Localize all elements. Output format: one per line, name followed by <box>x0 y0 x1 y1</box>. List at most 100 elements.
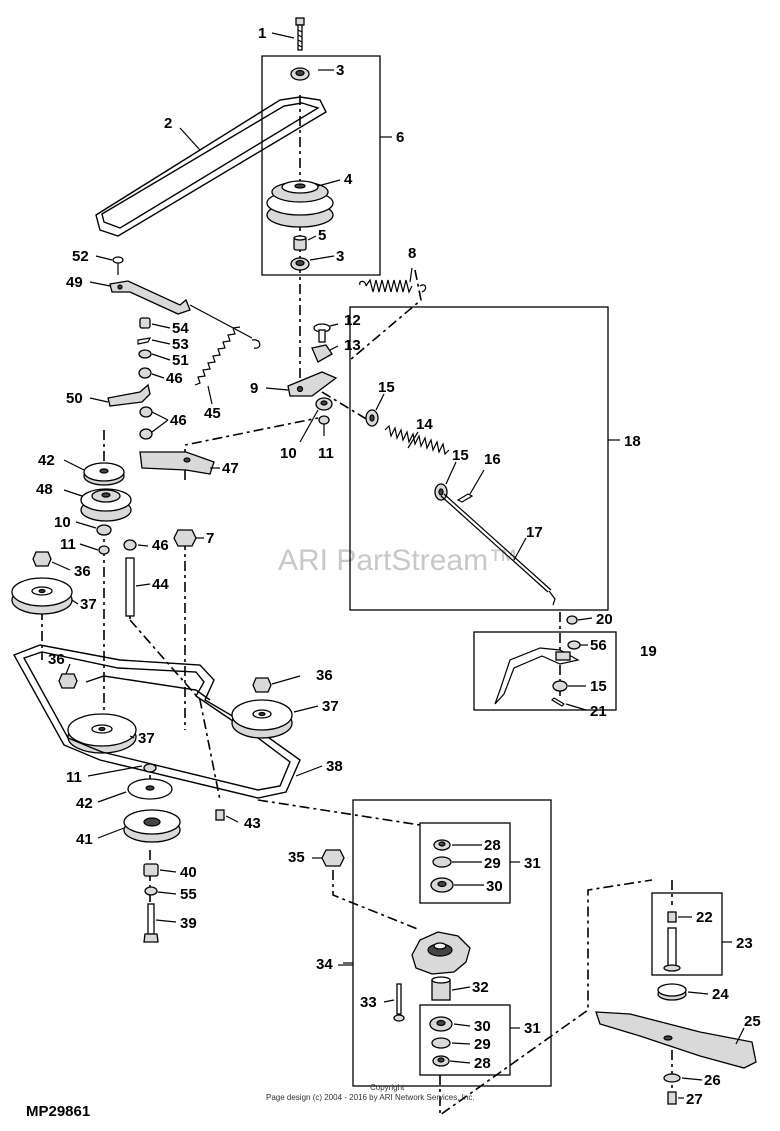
part-48-pulley <box>80 488 132 522</box>
group-box-31-bottom <box>419 1004 511 1076</box>
group-box-19 <box>473 631 617 711</box>
callout-15: 15 <box>378 379 395 396</box>
callout-6: 6 <box>396 129 404 146</box>
callout-31: 31 <box>524 855 541 872</box>
part-49-arm <box>109 280 191 315</box>
part-53-clip <box>137 337 152 345</box>
part-45-spring <box>194 326 261 386</box>
callout-36: 36 <box>316 667 333 684</box>
callout-15: 15 <box>452 447 469 464</box>
page-design-credit: Page design (c) 2004 - 2016 by ARI Netwo… <box>266 1093 475 1102</box>
callout-45: 45 <box>204 405 221 422</box>
callout-54: 54 <box>172 320 189 337</box>
part-29-seal-bottom <box>431 1037 451 1049</box>
part-44-shaft <box>125 557 135 617</box>
part-17-rod <box>440 493 556 606</box>
callout-11: 11 <box>60 536 76 553</box>
callout-labels: 1 3 2 6 4 5 3 8 52 49 12 13 54 53 51 46 … <box>36 25 761 1108</box>
part-36-nut-b <box>58 673 78 689</box>
part-9-idler-arm <box>287 371 338 397</box>
callout-46: 46 <box>152 537 169 554</box>
callout-38: 38 <box>326 758 343 775</box>
part-3-bearing-bottom <box>290 257 310 271</box>
callout-50: 50 <box>66 390 83 407</box>
callout-3: 3 <box>336 248 344 265</box>
group-box-23 <box>651 892 723 976</box>
part-10-nut <box>315 397 333 411</box>
callout-42: 42 <box>76 795 93 812</box>
callout-31: 31 <box>524 1020 541 1037</box>
callout-44: 44 <box>152 576 169 593</box>
callout-43: 43 <box>244 815 261 832</box>
callout-4: 4 <box>344 171 353 188</box>
part-47-arm <box>139 451 215 475</box>
part-33-bolt <box>393 983 405 1022</box>
callout-23: 23 <box>736 935 753 952</box>
group-box-34 <box>352 799 552 1087</box>
callout-29: 29 <box>484 855 501 872</box>
part-42-pulley-lower <box>127 778 173 800</box>
callout-8: 8 <box>408 245 416 262</box>
part-12-bolt <box>313 323 331 343</box>
callout-16: 16 <box>484 451 501 468</box>
callout-36: 36 <box>48 651 65 668</box>
part-11-washer-left <box>98 545 110 555</box>
leader-lines <box>51 32 745 1099</box>
callout-11: 11 <box>318 445 334 462</box>
part-15-bushing-a <box>365 409 379 427</box>
callout-48: 48 <box>36 481 53 498</box>
part-34-housing <box>411 931 471 975</box>
part-19-lever <box>494 647 580 705</box>
callout-51: 51 <box>172 352 189 369</box>
callout-30: 30 <box>474 1018 491 1035</box>
part-15-bushing-c <box>552 680 568 692</box>
callout-1: 1 <box>258 25 266 42</box>
part-54-bushing <box>139 317 151 329</box>
callout-46: 46 <box>170 412 187 429</box>
callout-39: 39 <box>180 915 197 932</box>
callout-3: 3 <box>336 62 344 79</box>
callout-42: 42 <box>38 452 55 469</box>
part-46-nut-a <box>138 367 152 379</box>
part-10-nut-left <box>96 524 112 536</box>
part-2-belt <box>95 96 327 237</box>
callout-41: 41 <box>76 831 93 848</box>
callout-13: 13 <box>344 337 361 354</box>
callout-29: 29 <box>474 1036 491 1053</box>
part-40-spacer <box>143 863 159 877</box>
callout-9: 9 <box>250 380 258 397</box>
part-37-pulley-c <box>231 699 293 739</box>
part-37-pulley-b <box>67 713 137 754</box>
callout-11: 11 <box>66 769 82 786</box>
callout-47: 47 <box>222 460 239 477</box>
callout-24: 24 <box>712 986 729 1003</box>
callout-10: 10 <box>54 514 71 531</box>
part-21-pin <box>551 697 565 707</box>
part-15-bushing-b <box>434 483 448 501</box>
callout-26: 26 <box>704 1072 721 1089</box>
group-box-6 <box>261 55 381 276</box>
part-3-bearing-top <box>290 67 310 81</box>
callout-7: 7 <box>206 530 214 547</box>
callout-33: 33 <box>360 994 377 1011</box>
part-35-nut <box>321 849 345 867</box>
part-24-hub <box>657 983 687 1001</box>
callout-52: 52 <box>72 248 89 265</box>
callout-28: 28 <box>474 1055 491 1072</box>
part-16-pin <box>456 493 474 503</box>
group-box-31-top <box>419 822 511 904</box>
part-42-pulley-top <box>83 462 125 486</box>
callout-27: 27 <box>686 1091 703 1108</box>
callout-22: 22 <box>696 909 713 926</box>
part-30-bearing-bottom <box>429 1016 453 1032</box>
callout-19: 19 <box>640 643 657 660</box>
group-box-18 <box>349 306 609 611</box>
part-56-washer <box>567 640 581 650</box>
part-28-washer-top <box>433 839 451 851</box>
part-23-shaft <box>663 927 681 972</box>
callout-15: 15 <box>590 678 607 695</box>
callout-17: 17 <box>526 524 543 541</box>
part-37-pulley-a <box>11 577 73 615</box>
part-46-nut-b <box>139 406 153 440</box>
